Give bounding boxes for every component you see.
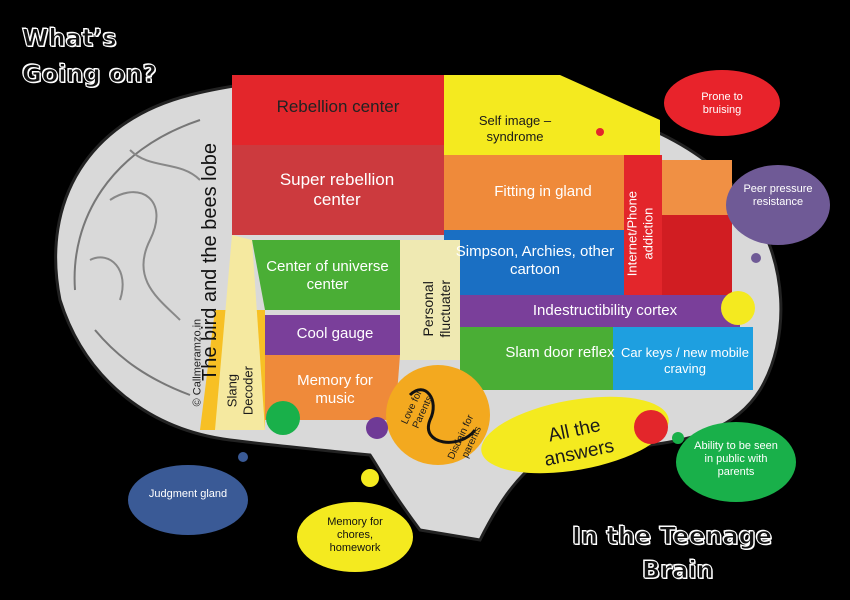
cloud-chores bbox=[297, 502, 413, 572]
cloud-peer-pressure bbox=[726, 165, 830, 245]
region-memory-music bbox=[265, 355, 400, 420]
label-personal-fluctuater: Personal fluctuater bbox=[420, 280, 453, 338]
cloud-judgment bbox=[128, 465, 248, 535]
cloud-public-label: Ability to be seen in public with parent… bbox=[694, 440, 778, 479]
region-red-right bbox=[662, 215, 732, 295]
dot-purple-small bbox=[751, 253, 761, 263]
region-simpson bbox=[444, 230, 624, 295]
region-personal-fluctuater bbox=[400, 240, 460, 360]
region-slam-door bbox=[460, 327, 613, 390]
label-slam-door: Slam door reflex bbox=[505, 344, 615, 361]
label-rebellion: Rebellion center bbox=[276, 97, 400, 116]
region-super-rebellion bbox=[232, 145, 444, 235]
dot-blue-small bbox=[238, 452, 248, 462]
label-memory-music: Memory for music bbox=[297, 372, 373, 407]
subtitle-line-1: In the Teenage bbox=[571, 522, 773, 551]
region-cool-gauge bbox=[265, 315, 400, 355]
credit-text: © Callmeramzo.in bbox=[191, 318, 204, 407]
region-rebellion bbox=[232, 75, 444, 145]
cloud-bruising-label: Prone to bruising bbox=[701, 91, 743, 117]
label-internet: Internet/Phone addiction bbox=[624, 190, 655, 277]
cloud-chores-label: Memory for chores, homework bbox=[327, 516, 383, 555]
label-simpson: Simpson, Archies, other cartoon bbox=[455, 243, 615, 278]
region-self-image bbox=[444, 75, 660, 155]
dot-yellow-right bbox=[721, 291, 755, 325]
dot-red bbox=[634, 410, 668, 444]
cloud-public bbox=[676, 422, 796, 502]
label-self-image: Self image – syndrome bbox=[478, 113, 552, 144]
dot-red-small bbox=[596, 128, 604, 136]
region-center-universe bbox=[252, 240, 400, 310]
label-indestructibility: Indestructibility cortex bbox=[532, 302, 678, 319]
label-center-universe: Center of universe center bbox=[266, 258, 389, 293]
title-line-1: What’s bbox=[22, 24, 118, 53]
dot-green bbox=[266, 401, 300, 435]
dot-yellow-bottom bbox=[361, 469, 379, 487]
region-light-strip bbox=[215, 235, 265, 430]
cloud-peer-pressure-label: Peer pressure resistance bbox=[743, 183, 813, 209]
dot-green-small bbox=[672, 432, 684, 444]
dot-purple bbox=[366, 417, 388, 439]
title-line-2: Going on? bbox=[22, 60, 158, 89]
label-cool-gauge: Cool gauge bbox=[296, 325, 374, 342]
region-car-keys bbox=[613, 327, 753, 390]
label-fitting-in: Fitting in gland bbox=[494, 183, 592, 200]
subtitle-line-2: Brain bbox=[642, 556, 715, 585]
label-slang-decoder: Slang Decoder bbox=[224, 366, 255, 416]
cloud-judgment-label: Judgment gland bbox=[148, 488, 228, 500]
region-internet bbox=[624, 155, 662, 295]
region-all-answers bbox=[481, 396, 669, 474]
region-fitting-in bbox=[444, 155, 624, 230]
label-car-keys: Car keys / new mobile craving bbox=[621, 345, 749, 376]
region-orange-right bbox=[662, 160, 732, 215]
cloud-bruising bbox=[664, 70, 780, 136]
region-indestructibility bbox=[460, 295, 740, 327]
label-super-rebellion: Super rebellion center bbox=[279, 170, 395, 210]
